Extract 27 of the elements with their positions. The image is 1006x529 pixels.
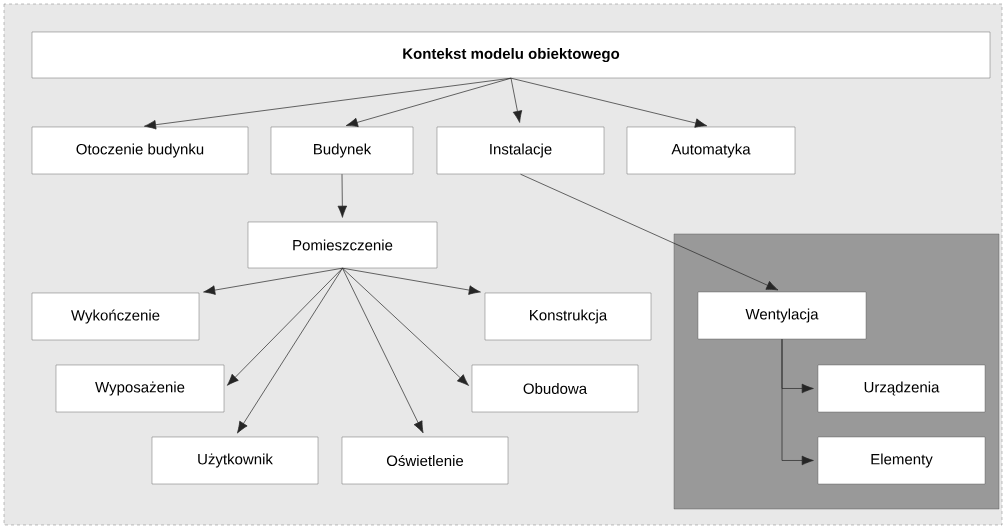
process-box: Obudowa [471, 364, 639, 413]
arrow [203, 267, 343, 295]
arrow [520, 173, 779, 291]
arrow [342, 267, 424, 434]
arrow [510, 77, 708, 128]
title-box: Kontekst modelu obiektowego [31, 31, 991, 79]
arrow [342, 267, 469, 386]
arrow [337, 173, 348, 218]
process-box: Wentylacja [697, 291, 867, 340]
process-box: Instalacje [436, 126, 605, 175]
process-box: Wykończenie [31, 292, 200, 341]
process-box: Otoczenie budynku [31, 126, 249, 175]
arrow [226, 267, 343, 386]
process-box: Użytkownik [151, 436, 319, 485]
process-box: Automatyka [626, 126, 796, 175]
arrow [342, 267, 481, 295]
process-box: Elementy [817, 436, 986, 485]
arrow [237, 267, 343, 434]
process-box: Urządzenia [817, 364, 986, 413]
process-box: Budynek [270, 126, 414, 175]
process-box: Pomieszczenie [247, 221, 438, 269]
arrow [510, 77, 523, 123]
arrow [781, 338, 814, 466]
process-box: Oświetlenie [341, 436, 509, 485]
process-box: Wyposażenie [55, 364, 225, 413]
arrow [345, 77, 512, 128]
process-box: Konstrukcja [484, 292, 652, 341]
